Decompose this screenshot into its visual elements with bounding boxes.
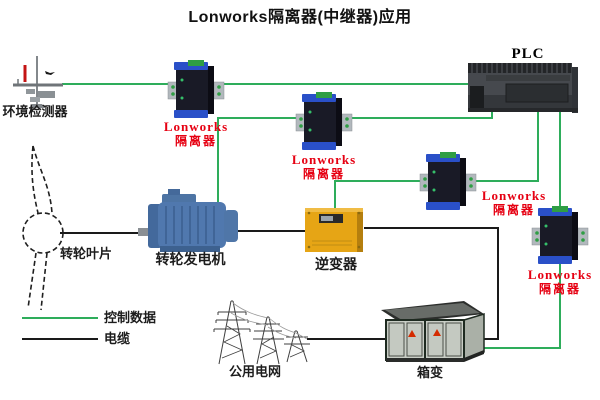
control-data-wires <box>62 83 561 349</box>
isolator-label-4-line2: 隔离器 <box>538 282 581 296</box>
isolator-label-3-line2: 隔离器 <box>492 203 535 217</box>
plc-label: PLC <box>511 46 545 62</box>
isolator-label-1-line1: Lonworks <box>163 119 229 134</box>
isolator-label-4: Lonworks 隔离器 <box>522 267 598 296</box>
legend-cable-label: 电缆 <box>104 331 131 346</box>
inverter-icon <box>305 208 363 252</box>
detector-label: 环境检测器 <box>2 104 68 119</box>
wire-cable-inverter-to-transformer <box>364 227 499 340</box>
wire-control-iso4-to-transformer <box>478 262 561 349</box>
generator-icon <box>138 189 238 252</box>
isolator-label-1-line2: 隔离器 <box>174 134 217 148</box>
isolator-label-3: Lonworks 隔离器 <box>474 188 554 217</box>
generator-label: 转轮发电机 <box>155 251 226 267</box>
isolator-label-3-line1: Lonworks <box>481 188 547 203</box>
blades-label: 转轮叶片 <box>59 246 112 261</box>
isolator-label-2: Lonworks 隔离器 <box>286 152 362 181</box>
grid-label: 公用电网 <box>228 364 281 379</box>
wire-control-generator-to-iso2 <box>217 117 300 205</box>
wire-control-iso3-to-plc <box>470 112 539 182</box>
legend-control-label: 控制数据 <box>104 310 157 325</box>
cable-wires <box>60 227 499 340</box>
isolator-device-1 <box>167 59 225 119</box>
page-title: Lonworks隔离器(中继器)应用 <box>188 9 412 26</box>
isolator-device-3 <box>419 151 477 211</box>
transformer-icon <box>381 301 485 362</box>
wire-control-iso2-to-plc <box>344 112 493 119</box>
isolator-label-2-line1: Lonworks <box>291 152 357 167</box>
transformer-label: 箱变 <box>416 365 443 380</box>
turbine-blades-icon <box>22 145 64 311</box>
inverter-label: 逆变器 <box>315 256 357 272</box>
weather-station-icon <box>13 56 63 108</box>
isolator-label-1: Lonworks 隔离器 <box>158 119 234 148</box>
wire-control-inverter-to-iso3 <box>334 180 428 209</box>
plc-device <box>468 63 578 113</box>
isolator-device-2 <box>295 91 353 151</box>
isolator-label-4-line1: Lonworks <box>527 267 593 282</box>
isolator-label-2-line2: 隔离器 <box>302 167 345 181</box>
transmission-towers-icon <box>213 300 310 365</box>
